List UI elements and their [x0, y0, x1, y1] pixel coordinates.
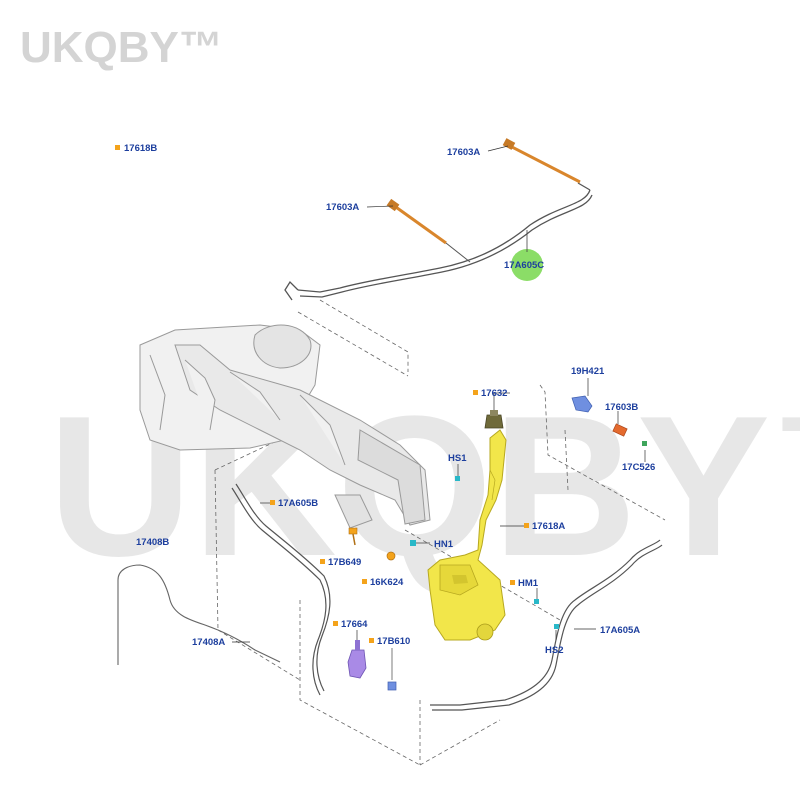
highlight-marker — [511, 249, 543, 281]
callout-17664: 17664 — [341, 619, 368, 630]
left-washer-hose — [231, 483, 331, 696]
lower-nozzle-arm — [386, 198, 447, 245]
callout-16K624: 16K624 — [370, 577, 404, 588]
callout-17603B: 17603B — [605, 402, 638, 413]
callout-17632: 17632 — [481, 388, 507, 399]
callout-17A605C: 17A605C — [504, 260, 544, 271]
callout-17618A: 17618A — [532, 521, 565, 532]
clip-17c526 — [642, 441, 647, 446]
callout-HN1: HN1 — [434, 539, 454, 550]
callout-17A605B: 17A605B — [278, 498, 318, 509]
leader-lines — [232, 145, 646, 643]
clip-hm1 — [534, 599, 539, 604]
callout-HM1: HM1 — [518, 578, 539, 589]
callout-17603A-upper: 17603A — [447, 147, 480, 158]
upper-nozzle-arm — [502, 138, 581, 184]
callout-19H421: 19H421 — [571, 366, 605, 377]
washer-pump — [347, 640, 367, 679]
callout-17618B-top: 17618B — [124, 143, 157, 154]
rear-nozzle — [612, 423, 628, 437]
callout-HS1: HS1 — [448, 453, 467, 464]
upper-washer-hose — [284, 182, 593, 301]
callout-17B649: 17B649 — [328, 557, 361, 568]
nozzle-hose-link — [445, 242, 471, 263]
washer-reservoir — [427, 429, 507, 641]
fastener-markers — [115, 145, 529, 643]
cowl-panel-assembly — [139, 324, 431, 529]
callout-17A605A: 17A605A — [600, 625, 640, 636]
callout-17603A-lower: 17603A — [326, 202, 359, 213]
clip-hs1 — [455, 476, 460, 481]
rear-washer-hose — [117, 564, 281, 665]
callout-HS2: HS2 — [545, 645, 563, 656]
callout-17B610: 17B610 — [377, 636, 410, 647]
clip-hs2 — [554, 624, 559, 629]
corner-watermark: UKQBY™ — [20, 23, 223, 72]
pump-grommet — [387, 681, 397, 691]
right-washer-hose — [430, 539, 663, 711]
callout-17408B: 17408B — [136, 537, 169, 548]
screw-17B649 — [348, 527, 358, 546]
callout-17C526: 17C526 — [622, 462, 655, 473]
rear-bracket — [571, 395, 593, 413]
callout-17408A: 17408A — [192, 637, 225, 648]
reservoir-cap — [484, 410, 504, 429]
nut-16K624 — [386, 551, 396, 561]
clip-hn1 — [410, 540, 416, 546]
